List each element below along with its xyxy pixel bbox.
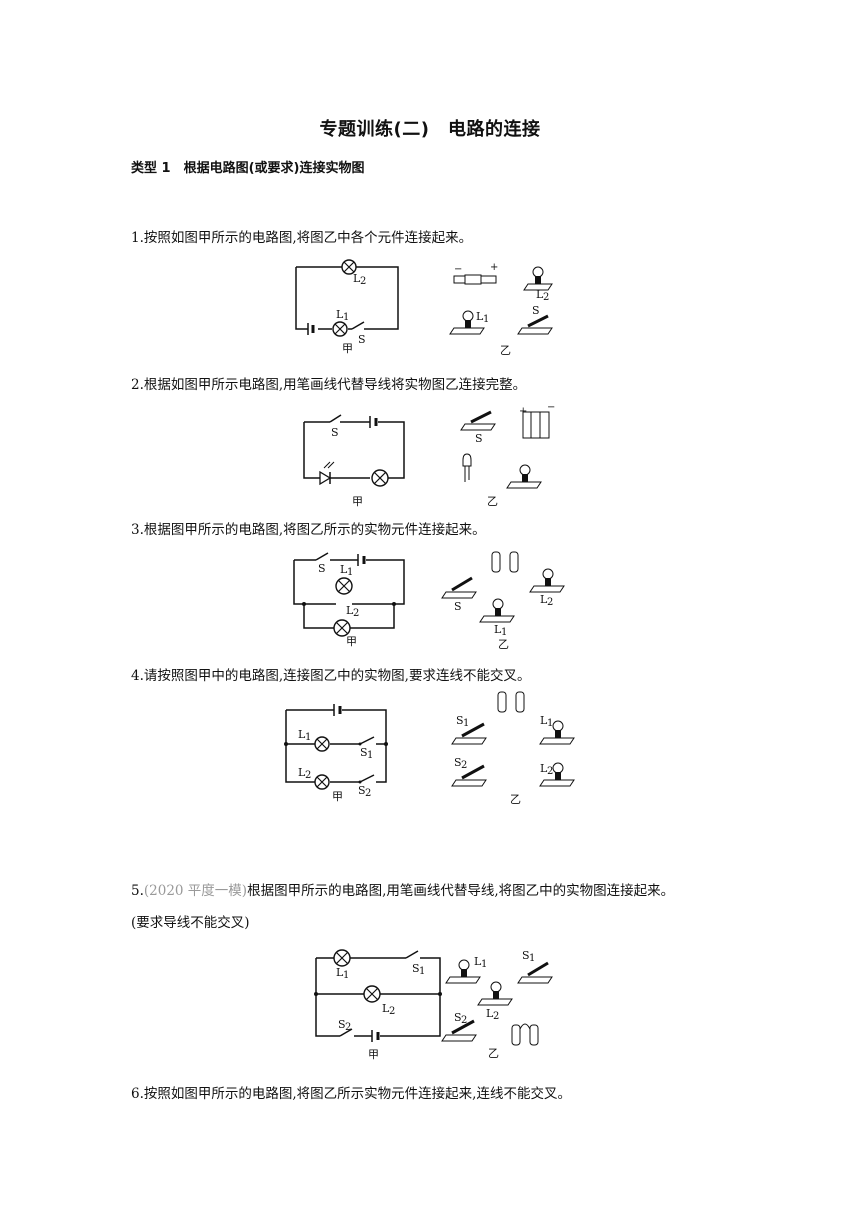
section-heading: 类型 1 根据电路图(或要求)连接实物图	[131, 161, 365, 176]
svg-text:1: 1	[501, 627, 507, 638]
svg-text:乙: 乙	[510, 793, 521, 806]
question-6: 6.按照如图甲所示的电路图,将图乙所示实物元件连接起来,连线不能交叉。	[131, 1086, 571, 1102]
svg-text:L: L	[536, 288, 544, 301]
svg-text:L: L	[474, 955, 482, 968]
question-5-requirement: (要求导线不能交叉)	[131, 915, 250, 931]
svg-text:2: 2	[547, 597, 553, 608]
svg-text:2: 2	[305, 770, 311, 781]
svg-text:S: S	[532, 304, 540, 317]
svg-text:1: 1	[419, 966, 425, 977]
svg-text:1: 1	[343, 312, 349, 323]
svg-text:L: L	[382, 1002, 390, 1015]
svg-text:2: 2	[493, 1011, 499, 1022]
page-title: 专题训练(二) 电路的连接	[319, 119, 541, 140]
svg-text:L: L	[340, 563, 348, 576]
svg-text:乙: 乙	[500, 344, 511, 357]
svg-text:−: −	[547, 402, 555, 413]
svg-text:甲: 甲	[352, 495, 363, 508]
svg-text:S: S	[454, 600, 462, 613]
svg-text:L: L	[494, 623, 502, 636]
svg-text:L: L	[540, 762, 548, 775]
svg-text:2: 2	[461, 1015, 467, 1026]
svg-text:S: S	[475, 432, 483, 445]
question-4: 4.请按照图甲中的电路图,连接图乙中的实物图,要求连线不能交叉。	[131, 668, 531, 684]
svg-text:S: S	[360, 746, 368, 759]
svg-text:−: −	[454, 264, 462, 275]
figure-q2-circuit-diagram: S 甲	[303, 414, 405, 508]
svg-text:S: S	[318, 562, 326, 575]
svg-text:1: 1	[305, 732, 311, 743]
svg-text:S: S	[358, 333, 366, 346]
svg-text:1: 1	[529, 953, 535, 964]
svg-text:S: S	[454, 756, 462, 769]
question-3: 3.根据图甲所示的电路图,将图乙所示的实物元件连接起来。	[131, 522, 486, 538]
svg-text:L: L	[540, 714, 548, 727]
svg-text:1: 1	[367, 750, 373, 761]
figure-q2-real-components: S +− 乙	[460, 402, 555, 508]
svg-text:甲: 甲	[332, 790, 343, 803]
svg-text:S: S	[358, 784, 366, 797]
svg-text:S: S	[331, 426, 339, 439]
question-2: 2.根据如图甲所示电路图,用笔画线代替导线将实物图乙连接完整。	[131, 377, 527, 393]
svg-text:L: L	[298, 766, 306, 779]
svg-text:S: S	[522, 949, 530, 962]
svg-text:S: S	[454, 1011, 462, 1024]
svg-text:L: L	[336, 966, 344, 979]
svg-text:2: 2	[345, 1022, 351, 1033]
question-1: 1.按照如图甲所示的电路图,将图乙中各个元件连接起来。	[131, 230, 473, 246]
svg-text:2: 2	[389, 1006, 395, 1017]
svg-text:S: S	[412, 962, 420, 975]
svg-text:甲: 甲	[342, 342, 353, 355]
svg-text:L: L	[353, 272, 361, 285]
svg-text:L: L	[298, 728, 306, 741]
svg-text:2: 2	[365, 788, 371, 799]
question-5: 5.(2020 平度一模)根据图甲所示的电路图,用笔画线代替导线,将图乙中的实物…	[131, 883, 675, 899]
svg-text:乙: 乙	[488, 1047, 499, 1060]
svg-text:L: L	[486, 1007, 494, 1020]
svg-text:2: 2	[360, 276, 366, 287]
svg-text:2: 2	[547, 766, 553, 777]
svg-text:2: 2	[461, 760, 467, 771]
svg-text:1: 1	[463, 718, 469, 729]
svg-text:2: 2	[543, 292, 549, 303]
svg-text:L: L	[476, 310, 484, 323]
svg-text:2: 2	[353, 608, 359, 619]
svg-text:1: 1	[481, 959, 487, 970]
svg-text:1: 1	[347, 567, 353, 578]
svg-text:S: S	[456, 714, 464, 727]
svg-text:乙: 乙	[487, 495, 498, 508]
svg-text:甲: 甲	[346, 635, 357, 648]
svg-text:+: +	[490, 262, 498, 273]
svg-text:S: S	[338, 1018, 346, 1031]
svg-text:1: 1	[343, 970, 349, 981]
svg-text:L: L	[540, 593, 548, 606]
svg-text:甲: 甲	[368, 1048, 379, 1061]
svg-text:乙: 乙	[498, 638, 509, 651]
svg-text:L: L	[346, 604, 354, 617]
svg-text:1: 1	[483, 314, 489, 325]
svg-text:1: 1	[547, 718, 553, 729]
svg-text:L: L	[336, 308, 344, 321]
